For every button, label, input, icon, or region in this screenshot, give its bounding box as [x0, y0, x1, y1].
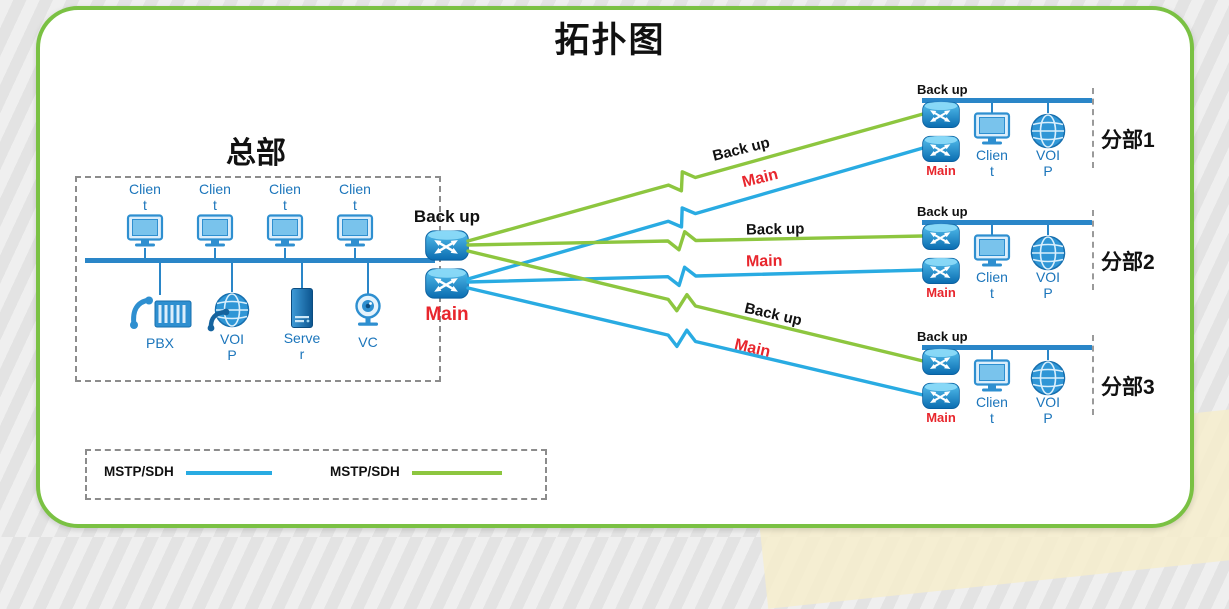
- legend-line-blue: [186, 471, 272, 475]
- client-computer-icon: [972, 234, 1012, 268]
- connector-line: [991, 224, 993, 235]
- pbx-icon: [127, 295, 193, 333]
- vc-label: VC: [358, 334, 378, 350]
- branch-backup-router-label: Back up: [917, 204, 968, 219]
- legend-label-mstp-sdh-main: MSTP/SDH: [104, 464, 174, 479]
- link-label-backup: Back up: [745, 220, 805, 239]
- voip-label: VOI P: [1035, 269, 1061, 301]
- legend-line-green: [412, 471, 502, 475]
- client-computer-icon: [125, 214, 165, 248]
- server-label: Serve r: [283, 330, 321, 362]
- voip-label: VOI P: [1035, 394, 1061, 426]
- client-label: Clien t: [199, 181, 231, 213]
- client-label: Clien t: [339, 181, 371, 213]
- client-computer-icon: [265, 214, 305, 248]
- branch-main-router-label: Main: [926, 285, 956, 300]
- connector-line: [1047, 224, 1049, 235]
- voip-globe-icon: [1029, 234, 1067, 272]
- main-router-icon: [921, 133, 961, 164]
- main-router-icon: [921, 380, 961, 411]
- client-computer-icon: [195, 214, 235, 248]
- branch-backup-router-label: Back up: [917, 82, 968, 97]
- topology-diagram: 拓扑图 总部 Clien t Clien t Clien t Clien t P…: [36, 6, 1229, 609]
- branch-main-router-label: Main: [926, 410, 956, 425]
- connector-line: [1047, 349, 1049, 360]
- connector-line: [144, 248, 146, 260]
- hq-main-router-label: Main: [425, 304, 469, 325]
- connector-line: [214, 248, 216, 260]
- branch-divider: [1092, 335, 1094, 415]
- diagram-title: 拓扑图: [554, 21, 666, 60]
- link-label-main: Main: [745, 252, 783, 271]
- connector-line: [284, 248, 286, 260]
- connector-line: [991, 102, 993, 113]
- connector-line: [991, 349, 993, 360]
- branch-backup-router-label: Back up: [917, 329, 968, 344]
- client-computer-icon: [972, 112, 1012, 146]
- voip-label: VOI P: [219, 331, 245, 363]
- connector-line: [1047, 102, 1049, 113]
- backup-router-icon: [921, 99, 961, 130]
- hq-title: 总部: [226, 137, 286, 170]
- branch-divider: [1092, 210, 1094, 290]
- branch-lan-bus: [922, 220, 1092, 225]
- client-label: Clien t: [269, 181, 301, 213]
- client-label: Clien t: [129, 181, 161, 213]
- connector-line: [159, 263, 161, 295]
- voip-globe-icon: [1029, 112, 1067, 150]
- backup-router-icon: [921, 346, 961, 377]
- branch-main-router-label: Main: [926, 163, 956, 178]
- branch-lan-bus: [922, 98, 1092, 103]
- main-router-icon: [921, 255, 961, 286]
- legend-label-mstp-sdh-backup: MSTP/SDH: [330, 464, 400, 479]
- connector-line: [231, 263, 233, 292]
- connector-line: [354, 248, 356, 260]
- voip-globe-icon: [1029, 359, 1067, 397]
- connector-line: [301, 263, 303, 288]
- client-label: Clien t: [976, 269, 1008, 301]
- backup-router-icon: [424, 227, 470, 263]
- branch-name: 分部3: [1101, 376, 1155, 399]
- branch-2: Back up Main Clien t VOI P 分部2: [905, 204, 1215, 306]
- backup-router-icon: [921, 221, 961, 252]
- connector-line: [367, 263, 369, 294]
- voip-label: VOI P: [1035, 147, 1061, 179]
- client-computer-icon: [335, 214, 375, 248]
- hq-lan-bus: [85, 258, 435, 263]
- branch-name: 分部2: [1101, 251, 1155, 274]
- server-icon: [289, 287, 315, 329]
- client-computer-icon: [972, 359, 1012, 393]
- branch-divider: [1092, 88, 1094, 168]
- branch-name: 分部1: [1101, 129, 1155, 152]
- phone-handset-icon: [206, 307, 232, 333]
- legend-box: MSTP/SDH MSTP/SDH: [85, 449, 547, 500]
- main-router-icon: [424, 265, 470, 301]
- hq-backup-router-label: Back up: [413, 207, 481, 226]
- branch-1: Back up Main Clien t VOI P 分部1: [905, 82, 1215, 184]
- client-label: Clien t: [976, 147, 1008, 179]
- pbx-label: PBX: [145, 335, 174, 351]
- branch-3: Back up Main Clien t VOI P 分部3: [905, 329, 1215, 431]
- video-conference-camera-icon: [349, 293, 387, 329]
- branch-lan-bus: [922, 345, 1092, 350]
- client-label: Clien t: [976, 394, 1008, 426]
